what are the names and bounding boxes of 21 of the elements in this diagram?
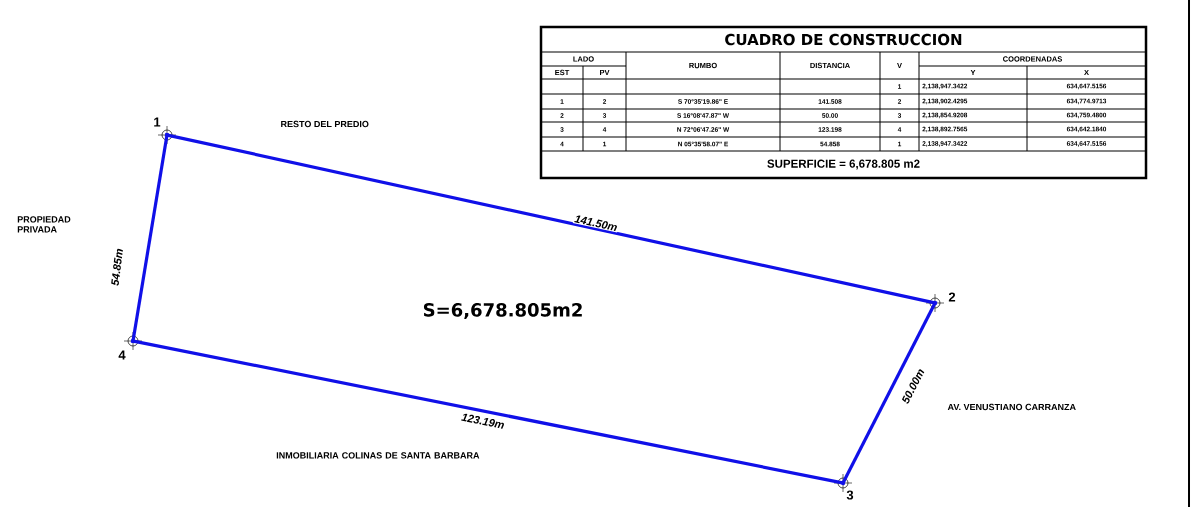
neighbor-label: INMOBILIARIA COLINAS DE SANTA BARBARA — [276, 452, 480, 459]
boundary-line — [131, 132, 169, 344]
street-label: AV. VENUSTIANO CARRANZA — [947, 403, 1076, 411]
vertex-marker — [157, 125, 177, 145]
vertex-number: 4 — [118, 350, 126, 360]
edge-label: 54.85m — [109, 246, 125, 288]
vertex-marker — [925, 293, 945, 313]
vertex-marker — [123, 331, 143, 351]
table-title: CUADRO DE CONSTRUCCION — [725, 33, 962, 46]
vertex-number: 1 — [154, 117, 161, 127]
vertex-number: 3 — [846, 490, 854, 500]
boundary-line — [840, 300, 938, 486]
boundary-line — [130, 339, 846, 485]
street-label: RESTO DEL PREDIO — [281, 120, 369, 128]
edge-label: 123.19m — [459, 411, 507, 431]
neighbor-label: PROPIEDAD PRIVADA — [17, 216, 71, 233]
area-label: S=6,678.805m2 — [423, 303, 582, 319]
edge-label: 141.50m — [572, 213, 620, 233]
vertex-number: 2 — [948, 292, 956, 302]
area-total: SUPERFICIE = 6,678.805 m2 — [767, 159, 920, 170]
boundary-line — [164, 133, 938, 305]
